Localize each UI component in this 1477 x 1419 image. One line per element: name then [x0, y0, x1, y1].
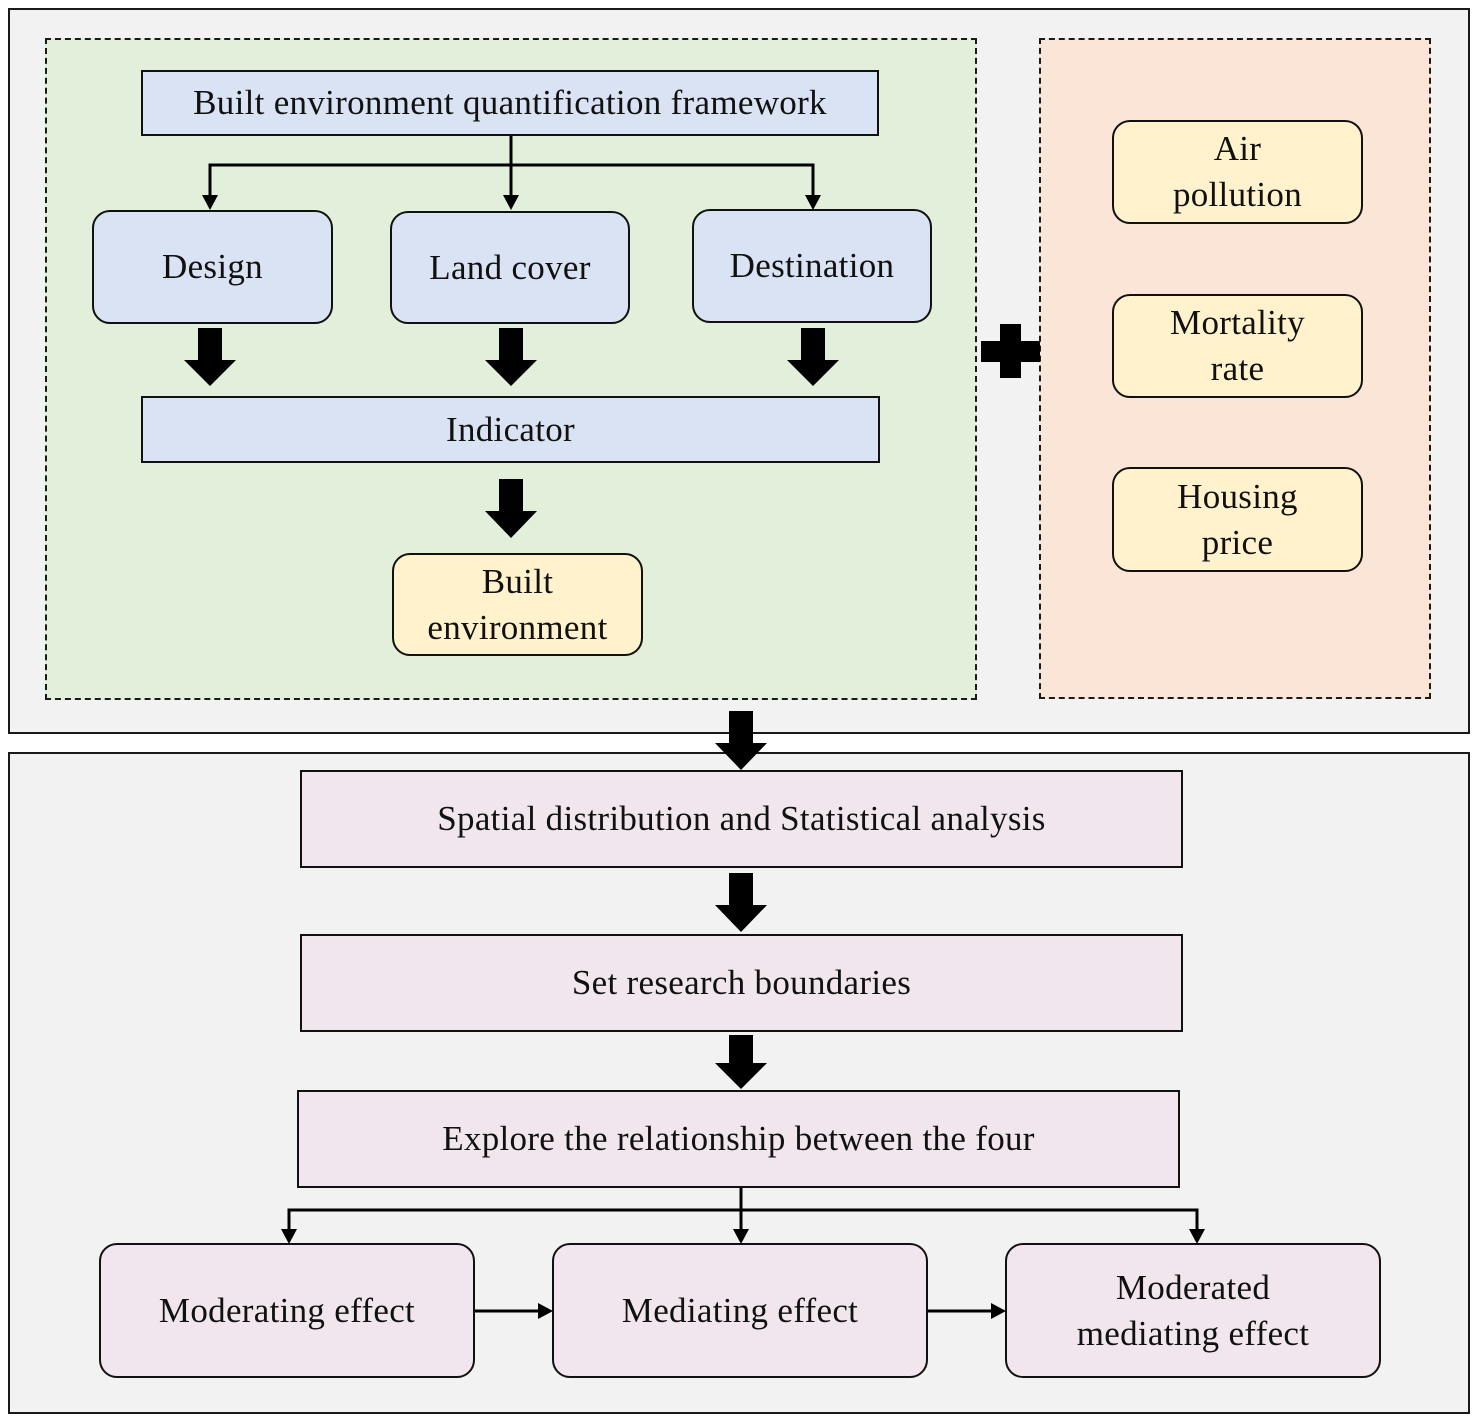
- framework-title-box: Built environment quantification framewo…: [141, 70, 879, 136]
- step-spatial-analysis-label: Spatial distribution and Statistical ana…: [437, 799, 1046, 838]
- arrowhead-to-destination: [805, 195, 821, 210]
- built-environment-box: Built environment: [392, 553, 643, 656]
- arrowhead-to-design: [202, 195, 218, 210]
- outcome-air-pollution-box: Air pollution: [1112, 120, 1363, 224]
- step-research-boundaries-label: Set research boundaries: [571, 963, 912, 1002]
- category-land-cover-label: Land cover: [429, 247, 591, 287]
- indicator-label: Indicator: [445, 409, 576, 449]
- arrowhead-to-mediating: [733, 1229, 749, 1244]
- category-land-cover-box: Land cover: [390, 211, 630, 324]
- arrowhead-to-land-cover: [503, 195, 519, 210]
- moderated-mediating-effect-label: Moderated mediating effect: [1076, 1267, 1310, 1353]
- block-arrow-design-to-indicator: [184, 328, 236, 386]
- outcome-air-pollution-label: Air pollution: [1172, 129, 1303, 214]
- outcome-housing-price-label: Housing price: [1177, 476, 1298, 562]
- block-arrow-indicator-to-built-environment: [485, 479, 537, 538]
- built-environment-label: Built environment: [427, 561, 608, 647]
- category-design-label: Design: [162, 247, 263, 286]
- category-destination-label: Destination: [729, 246, 895, 285]
- outcome-mortality-rate-box: Mortality rate: [1112, 294, 1363, 398]
- category-design-box: Design: [92, 210, 333, 324]
- indicator-box: Indicator: [141, 396, 880, 463]
- connector-explore-branches: [287, 1208, 1199, 1230]
- framework-title: Built environment quantification framewo…: [193, 83, 827, 122]
- block-arrow-top-to-bottom: [715, 711, 767, 770]
- mediating-effect-label: Mediating effect: [621, 1290, 859, 1330]
- block-arrow-step2-to-step3: [715, 1035, 767, 1089]
- moderating-effect-label: Moderating effect: [158, 1290, 416, 1330]
- mediating-effect-box: Mediating effect: [552, 1243, 928, 1378]
- arrowhead-moderating-to-mediating: [538, 1303, 553, 1319]
- moderating-effect-box: Moderating effect: [99, 1243, 475, 1378]
- block-arrow-destination-to-indicator: [787, 328, 839, 386]
- arrowhead-to-moderated: [1189, 1229, 1205, 1244]
- arrowhead-mediating-to-moderated: [991, 1303, 1006, 1319]
- moderated-mediating-effect-box: Moderated mediating effect: [1005, 1243, 1381, 1378]
- step-explore-relationship-label: Explore the relationship between the fou…: [442, 1119, 1035, 1158]
- step-spatial-analysis-box: Spatial distribution and Statistical ana…: [300, 770, 1183, 868]
- outcome-housing-price-box: Housing price: [1112, 467, 1363, 572]
- block-arrow-land-cover-to-indicator: [485, 328, 537, 386]
- connector-title-branches: [208, 163, 815, 196]
- plus-sign-vertical: [1000, 324, 1021, 378]
- outcome-mortality-rate-label: Mortality rate: [1170, 303, 1305, 388]
- arrowhead-to-moderating: [281, 1229, 297, 1244]
- block-arrow-step1-to-step2: [715, 873, 767, 932]
- step-explore-relationship-box: Explore the relationship between the fou…: [297, 1090, 1180, 1188]
- step-research-boundaries-box: Set research boundaries: [300, 934, 1183, 1032]
- category-destination-box: Destination: [692, 209, 932, 323]
